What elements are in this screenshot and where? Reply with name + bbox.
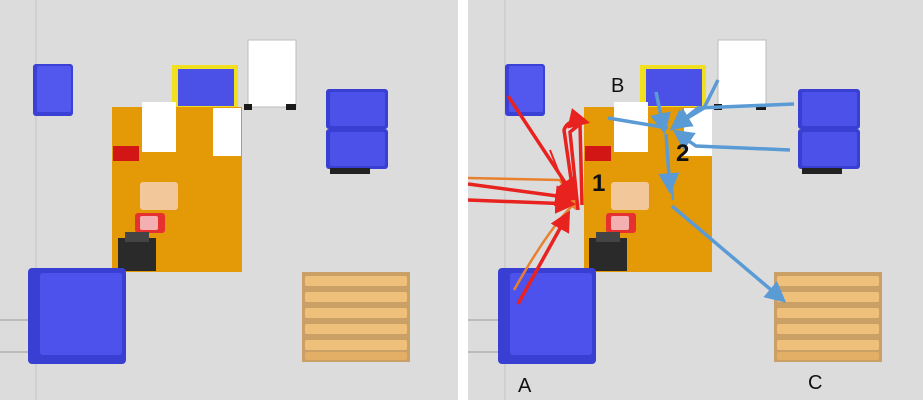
pallet — [774, 272, 882, 362]
white-box — [717, 39, 767, 108]
blue-bin-right-bottom — [798, 129, 860, 169]
location-c-label: C — [808, 372, 822, 394]
step-1-label: 1 — [592, 170, 605, 197]
white-component — [213, 108, 241, 156]
blue-bin-right-top — [326, 89, 388, 129]
layout-before-drawing — [0, 0, 458, 400]
layout-after-panel: 1 2 B A C — [468, 0, 923, 400]
location-b-label: B — [611, 75, 624, 97]
large-blue-bin — [28, 268, 126, 364]
small-blue-bin — [33, 64, 73, 116]
layout-after-drawing: 1 2 B A C — [468, 0, 923, 400]
dark-block — [589, 238, 627, 271]
red-paths — [468, 95, 591, 305]
tray — [140, 182, 178, 210]
small-blue-bin — [505, 64, 545, 116]
blue-bin-right-bottom — [326, 129, 388, 169]
step-2-label: 2 — [676, 140, 689, 167]
white-box — [247, 39, 297, 108]
yellow-framed-bin — [640, 65, 706, 108]
layout-before-panel — [0, 0, 458, 400]
large-blue-bin — [498, 268, 596, 364]
tray — [611, 182, 649, 210]
yellow-framed-bin — [172, 65, 238, 108]
blue-paths — [607, 79, 795, 303]
location-a-label: A — [518, 375, 532, 397]
dark-block — [118, 238, 156, 271]
blue-bin-right-top — [798, 89, 860, 129]
red-component — [585, 146, 611, 161]
white-component — [614, 102, 648, 152]
white-component — [142, 102, 176, 152]
pallet — [302, 272, 410, 362]
red-component — [113, 146, 139, 161]
